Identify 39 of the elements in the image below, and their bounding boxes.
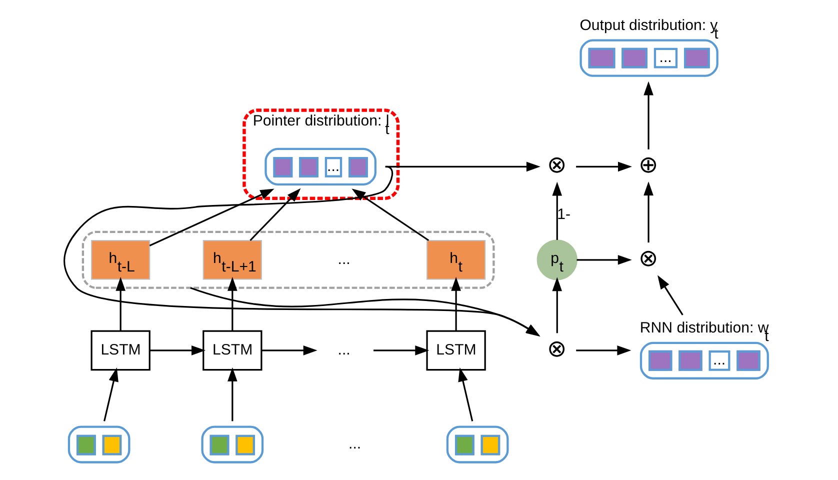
arrow [351, 188, 429, 242]
node-box: ... [264, 148, 376, 186]
arrow [148, 188, 274, 246]
arrow [458, 367, 473, 422]
node-text: ⊗ [546, 152, 566, 179]
arrow [643, 181, 653, 243]
arrow [384, 162, 540, 172]
label: ... [348, 435, 361, 452]
node-box: ... [579, 39, 718, 77]
node-box: LSTM [202, 330, 262, 371]
node-box [67, 426, 130, 464]
arrow [261, 346, 317, 356]
arrow [249, 188, 300, 241]
arrow [643, 81, 653, 150]
arrow [227, 276, 237, 332]
node-box [446, 426, 508, 464]
node-text: ... [337, 341, 350, 358]
label: ... [337, 250, 350, 268]
arrow [576, 346, 631, 356]
node-box [200, 426, 264, 464]
arrow [373, 346, 429, 356]
arrow [227, 367, 237, 422]
node-box: LSTM [426, 330, 486, 371]
arrow [149, 346, 206, 356]
node-box: ... [639, 342, 768, 380]
arrow [552, 277, 562, 334]
arrow [552, 182, 562, 240]
arrow [450, 276, 460, 332]
arrow [656, 275, 683, 316]
arrow [115, 276, 125, 332]
arrow [576, 162, 632, 172]
node-box: LSTM [90, 330, 150, 371]
node-text: ⊗ [546, 336, 566, 362]
cluster [81, 230, 494, 289]
edge-label: 1- [556, 206, 570, 224]
arrow [103, 367, 118, 422]
node-text: ⊗ [638, 246, 658, 272]
node-text: ⊕ [638, 152, 658, 179]
arrow [576, 255, 632, 265]
